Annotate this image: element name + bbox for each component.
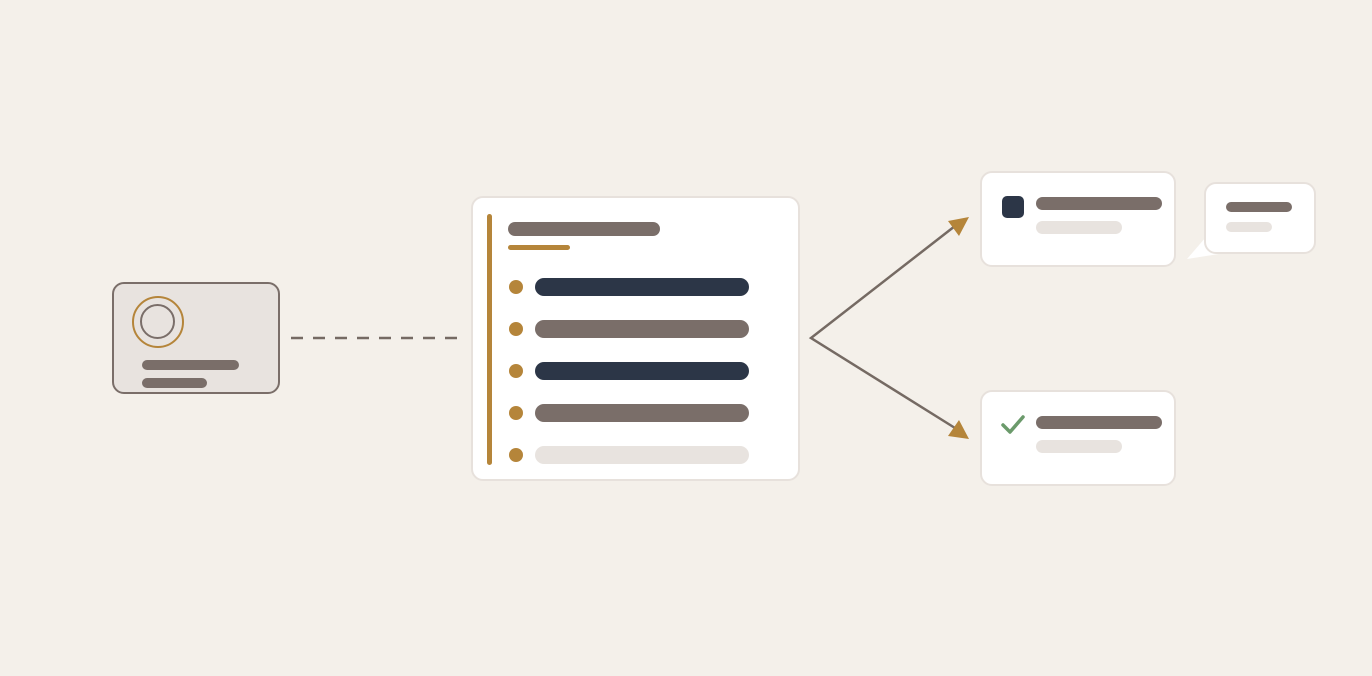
list-item [535, 446, 749, 464]
comment-subtitle-line [1226, 222, 1272, 232]
task-subtitle-line [1036, 221, 1122, 234]
profile-card [112, 282, 280, 394]
checkmark-icon [1001, 415, 1025, 434]
done-subtitle-line [1036, 440, 1122, 453]
list-item [535, 320, 749, 338]
list-bullet-icon [509, 322, 523, 336]
task-title-line [1036, 197, 1162, 210]
branch-connector [808, 225, 956, 430]
list-item [535, 362, 749, 380]
task-list-card [471, 196, 800, 481]
profile-name-line [142, 360, 239, 370]
arrowhead-icon [948, 217, 969, 236]
avatar [140, 304, 175, 339]
arrowhead-icon [948, 420, 969, 439]
list-title-line [508, 222, 660, 236]
list-bullet-icon [509, 280, 523, 294]
list-bullet-icon [509, 364, 523, 378]
list-bullet-icon [509, 448, 523, 462]
title-underline [508, 245, 570, 250]
list-item [535, 404, 749, 422]
list-item [535, 278, 749, 296]
checkbox-square-icon [1002, 196, 1024, 218]
list-bullet-icon [509, 406, 523, 420]
done-title-line [1036, 416, 1162, 429]
pending-task-card [980, 171, 1176, 267]
completed-task-card [980, 390, 1176, 486]
comment-title-line [1226, 202, 1292, 212]
accent-rail [487, 214, 492, 465]
profile-subtitle-line [142, 378, 207, 388]
avatar-ring-icon [132, 296, 184, 348]
speech-bubble-icon [1204, 182, 1316, 254]
